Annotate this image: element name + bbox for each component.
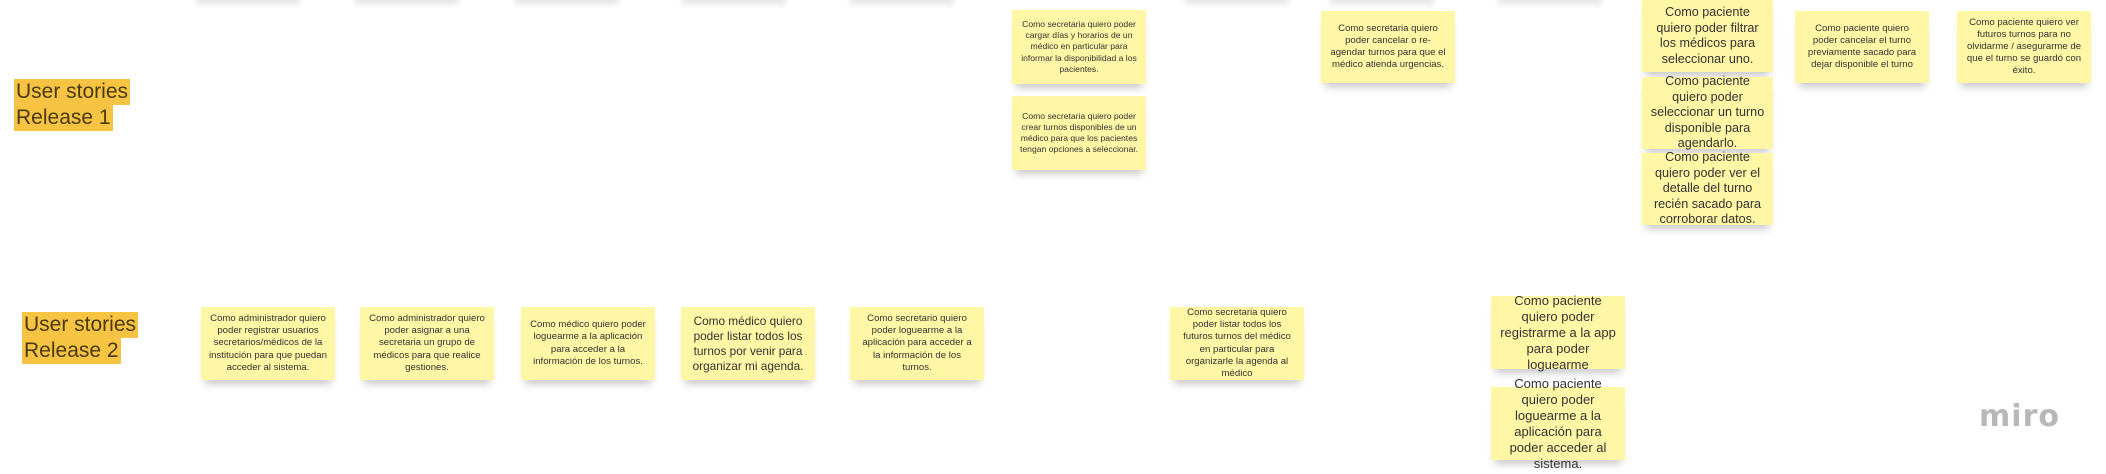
- miro-logo: miro: [1979, 399, 2060, 434]
- sticky-note[interactable]: Como secretaria quiero poder cargar días…: [1012, 10, 1146, 84]
- sticky-text: Como secretaria quiero poder cancelar o …: [1330, 22, 1446, 71]
- release1-label-line2: Release 1: [14, 105, 113, 131]
- sticky-text: Como paciente quiero poder filtrar los m…: [1656, 5, 1759, 66]
- sticky-text: Como paciente quiero poder cancelar el t…: [1807, 22, 1917, 71]
- sticky-text: Como médico quiero poder listar todos lo…: [692, 313, 804, 373]
- sticky-text: Como secretaria quiero poder cargar días…: [1021, 18, 1137, 74]
- sticky-text: Como secretaria quiero poder listar todo…: [1183, 306, 1291, 379]
- release1-label[interactable]: User stories Release 1: [14, 79, 131, 131]
- sticky-note[interactable]: Como paciente quiero poder filtrar los m…: [1642, 0, 1773, 72]
- sticky-text: Como secretario quiero poder loguearme a…: [862, 313, 972, 373]
- sticky-note[interactable]: Como secretaria quiero poder crear turno…: [1012, 96, 1146, 170]
- sticky-note[interactable]: Como administrador quiero poder asignar …: [360, 307, 494, 380]
- sticky-note[interactable]: Como paciente quiero ver futuros turnos …: [1957, 11, 2091, 83]
- sticky-note[interactable]: Como secretaria quiero poder cancelar o …: [1321, 11, 1455, 83]
- sticky-note[interactable]: Como paciente quiero poder loguearme a l…: [1491, 376, 1625, 471]
- sticky-text: Como médico quiero poder loguearme a la …: [530, 319, 646, 367]
- sticky-note[interactable]: Como médico quiero poder listar todos lo…: [681, 307, 815, 380]
- sticky-note[interactable]: Como paciente quiero poder ver el detall…: [1642, 150, 1773, 227]
- sticky-note[interactable]: Como paciente quiero poder registrarme a…: [1491, 293, 1625, 372]
- sticky-text: Como secretaria quiero poder crear turno…: [1020, 110, 1139, 155]
- sticky-note[interactable]: Como paciente quiero poder seleccionar u…: [1642, 74, 1773, 151]
- sticky-text: Como paciente quiero poder registrarme a…: [1500, 292, 1616, 372]
- release1-label-line1: User stories: [14, 79, 131, 105]
- sticky-note[interactable]: Como paciente quiero poder cancelar el t…: [1795, 11, 1929, 83]
- sticky-note[interactable]: Como secretaria quiero poder listar todo…: [1170, 307, 1304, 380]
- sticky-text: Como paciente quiero ver futuros turnos …: [1966, 16, 2082, 77]
- sticky-text: Como administrador quiero poder asignar …: [369, 313, 485, 373]
- release2-label[interactable]: User stories Release 2: [22, 312, 139, 364]
- sticky-text: Como paciente quiero poder ver el detall…: [1653, 150, 1762, 227]
- sticky-text: Como paciente quiero poder seleccionar u…: [1650, 74, 1765, 151]
- sticky-text: Como paciente quiero poder loguearme a l…: [1509, 375, 1607, 471]
- release2-label-line2: Release 2: [22, 338, 121, 364]
- sticky-text: Como administrador quiero poder registra…: [209, 313, 327, 373]
- sticky-note[interactable]: Como secretario quiero poder loguearme a…: [850, 307, 984, 380]
- release2-label-line1: User stories: [22, 312, 139, 338]
- sticky-note[interactable]: Como médico quiero poder loguearme a la …: [521, 307, 655, 380]
- sticky-note[interactable]: Como administrador quiero poder registra…: [201, 307, 335, 380]
